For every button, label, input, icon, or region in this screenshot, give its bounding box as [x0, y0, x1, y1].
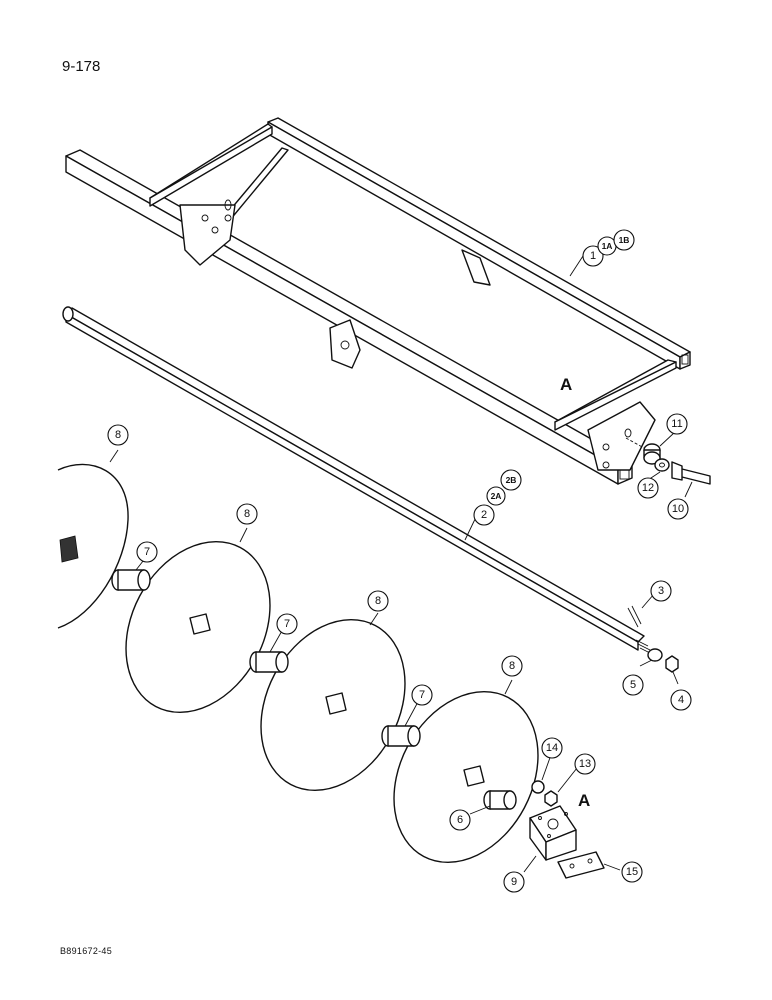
callout-13: 13 — [574, 753, 596, 775]
bearing-assembly — [529, 780, 605, 879]
callout-8-a: 8 — [107, 424, 129, 446]
callout-1b: 1B — [613, 229, 635, 251]
svg-text:7: 7 — [284, 618, 290, 630]
svg-text:8: 8 — [244, 508, 250, 520]
spacer-spool-3 — [381, 725, 421, 747]
view-label-lower: A — [578, 791, 590, 810]
svg-text:2A: 2A — [491, 491, 502, 501]
callout-4: 4 — [670, 689, 692, 711]
callout-8-d: 8 — [501, 655, 523, 677]
svg-text:10: 10 — [672, 503, 684, 515]
spacer-spool-1 — [111, 569, 151, 591]
leader-lines — [109, 255, 693, 873]
bolt-hardware — [625, 437, 711, 485]
callout-14: 14 — [541, 737, 563, 759]
callout-11: 11 — [666, 413, 688, 435]
svg-text:8: 8 — [375, 595, 381, 607]
callout-15: 15 — [621, 861, 643, 883]
view-label-upper: A — [560, 375, 572, 394]
svg-text:3: 3 — [658, 585, 664, 597]
svg-text:6: 6 — [457, 814, 463, 826]
svg-text:4: 4 — [678, 694, 684, 706]
disc-blade-4 — [393, 691, 539, 863]
callout-1a: 1A — [597, 236, 617, 256]
spacer-spool-2 — [249, 651, 289, 673]
callout-10: 10 — [667, 498, 689, 520]
document-code: B891672-45 — [60, 946, 113, 956]
svg-text:1A: 1A — [602, 241, 613, 251]
axle-shaft — [62, 306, 653, 655]
svg-text:7: 7 — [419, 689, 425, 701]
svg-text:5: 5 — [630, 679, 636, 691]
svg-text:2: 2 — [481, 509, 487, 521]
frame-assembly — [65, 117, 691, 485]
svg-text:2B: 2B — [506, 475, 517, 485]
axle-end-hardware — [627, 605, 679, 673]
svg-text:8: 8 — [115, 429, 121, 441]
callout-9: 9 — [503, 871, 525, 893]
svg-text:7: 7 — [144, 546, 150, 558]
page-number: 9-178 — [62, 58, 101, 75]
callout-2a: 2A — [486, 486, 506, 506]
callout-3: 3 — [650, 580, 672, 602]
callout-7-b: 7 — [276, 613, 298, 635]
svg-text:11: 11 — [671, 418, 682, 430]
end-bushing — [483, 790, 517, 810]
svg-text:1: 1 — [590, 250, 596, 262]
callout-5: 5 — [622, 674, 644, 696]
callout-2: 2 — [473, 504, 495, 526]
callout-12: 12 — [637, 477, 659, 499]
svg-text:15: 15 — [626, 866, 638, 878]
callout-2b: 2B — [500, 469, 522, 491]
callout-7-c: 7 — [411, 684, 433, 706]
svg-text:12: 12 — [642, 482, 654, 494]
disc-blade-1 — [57, 463, 129, 629]
svg-text:14: 14 — [546, 742, 558, 754]
callout-8-b: 8 — [236, 503, 258, 525]
svg-text:8: 8 — [509, 660, 515, 672]
callout-1: 1 — [582, 245, 604, 267]
callout-7-a: 7 — [136, 541, 158, 563]
callout-6: 6 — [449, 809, 471, 831]
disc-blade-2 — [125, 541, 271, 713]
callout-8-c: 8 — [367, 590, 389, 612]
svg-text:1B: 1B — [619, 235, 630, 245]
svg-text:13: 13 — [579, 758, 591, 770]
svg-text:9: 9 — [511, 876, 517, 888]
